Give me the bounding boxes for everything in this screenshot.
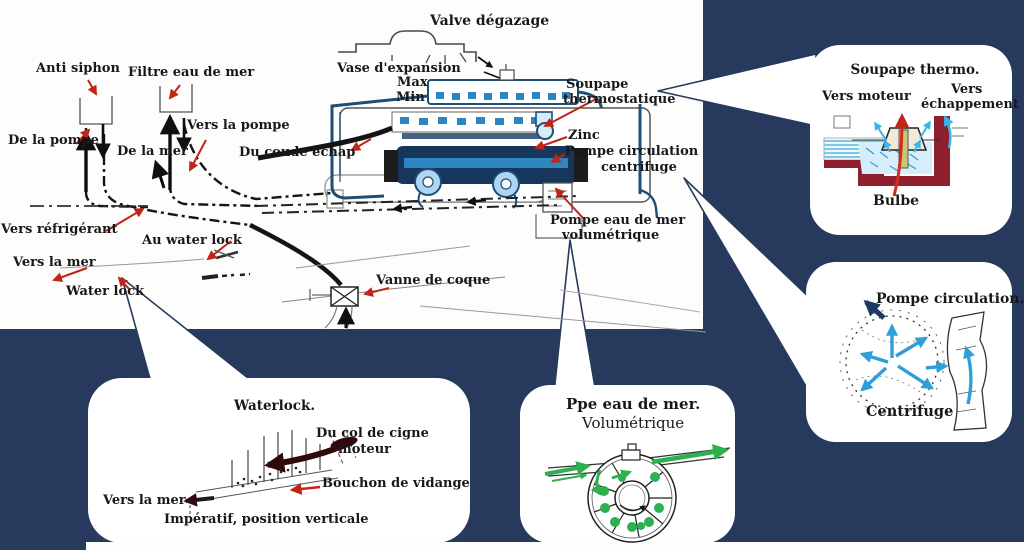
label-soupape-thermostatique-2: thermostatique — [563, 92, 676, 107]
callout-waterlock-title: Waterlock. — [234, 398, 316, 414]
label-max: Max — [397, 75, 428, 90]
callout-soupape-bulbe: Bulbe — [873, 193, 920, 209]
label-vers-refrigerant: Vers réfrigérant — [1, 222, 118, 237]
label-pompe-eau-de-mer-1: Pompe eau de mer — [550, 213, 686, 228]
label-pompe-circulation-2: centrifuge — [601, 160, 677, 175]
red-annotation-arrows — [52, 79, 597, 297]
seawater-hoses — [30, 84, 707, 333]
callout-waterlock-bouchon: Bouchon de vidange — [322, 476, 470, 491]
label-vers-la-pompe: Vers la pompe — [187, 118, 290, 133]
label-soupape-thermostatique-1: Soupape — [566, 77, 629, 92]
flow-arrows — [75, 113, 192, 192]
callout-soupape-title: Soupape thermo. — [850, 62, 980, 78]
label-du-coude-echap: Du coude échap — [239, 145, 356, 160]
label-pompe-eau-de-mer-2: volumétrique — [562, 228, 660, 243]
bottom-strip — [86, 542, 1024, 550]
label-au-water-lock: Au water lock — [142, 233, 242, 248]
label-vase-expansion: Vase d'expansion — [337, 61, 461, 76]
callout-soupape-vers-moteur: Vers moteur — [822, 89, 911, 104]
callout-waterlock-imperatif: Impératif, position verticale — [164, 512, 369, 527]
callout-pompe-circ-title: Pompe circulation. — [876, 291, 1024, 307]
label-pompe-circulation-1: Pompe circulation — [565, 144, 699, 159]
label-anti-siphon: Anti siphon — [36, 61, 120, 76]
callout-waterlock-du-col-2: moteur — [338, 442, 392, 457]
hull-valve — [309, 286, 359, 331]
label-water-lock: Water lock — [66, 284, 145, 299]
callout-waterlock-du-col-1: Du col de cigne — [316, 426, 429, 441]
soupape-thermo-drawing — [823, 113, 968, 197]
callout-ppe-title: Ppe eau de mer. — [566, 395, 701, 413]
label-min: Min — [396, 90, 425, 105]
ppe-eau-de-mer-drawing — [544, 443, 731, 543]
label-de-la-mer: De la mer — [117, 144, 188, 159]
label-valve-degazage: Valve dégazage — [430, 13, 550, 29]
label-zinc: Zinc — [568, 128, 600, 143]
label-vers-la-mer: Vers la mer — [13, 255, 96, 270]
waterlock-drawing — [183, 429, 358, 518]
pompe-circulation-drawing — [839, 299, 988, 431]
callout-soupape-vers-echappement-1: Vers — [951, 82, 983, 97]
label-filtre-eau-de-mer: Filtre eau de mer — [128, 65, 255, 80]
callout-ppe-subtitle: Volumétrique — [582, 414, 685, 432]
callout-pompe-circ-caption: Centrifuge — [866, 403, 954, 420]
engine-sketch — [257, 30, 659, 239]
label-de-la-pompe: De la pompe — [8, 133, 99, 148]
callout-soupape-vers-echappement-2: échappement — [921, 97, 1019, 112]
label-vanne-de-coque: Vanne de coque — [376, 273, 491, 288]
callout-waterlock-vers-la-mer: Vers la mer — [103, 493, 186, 508]
